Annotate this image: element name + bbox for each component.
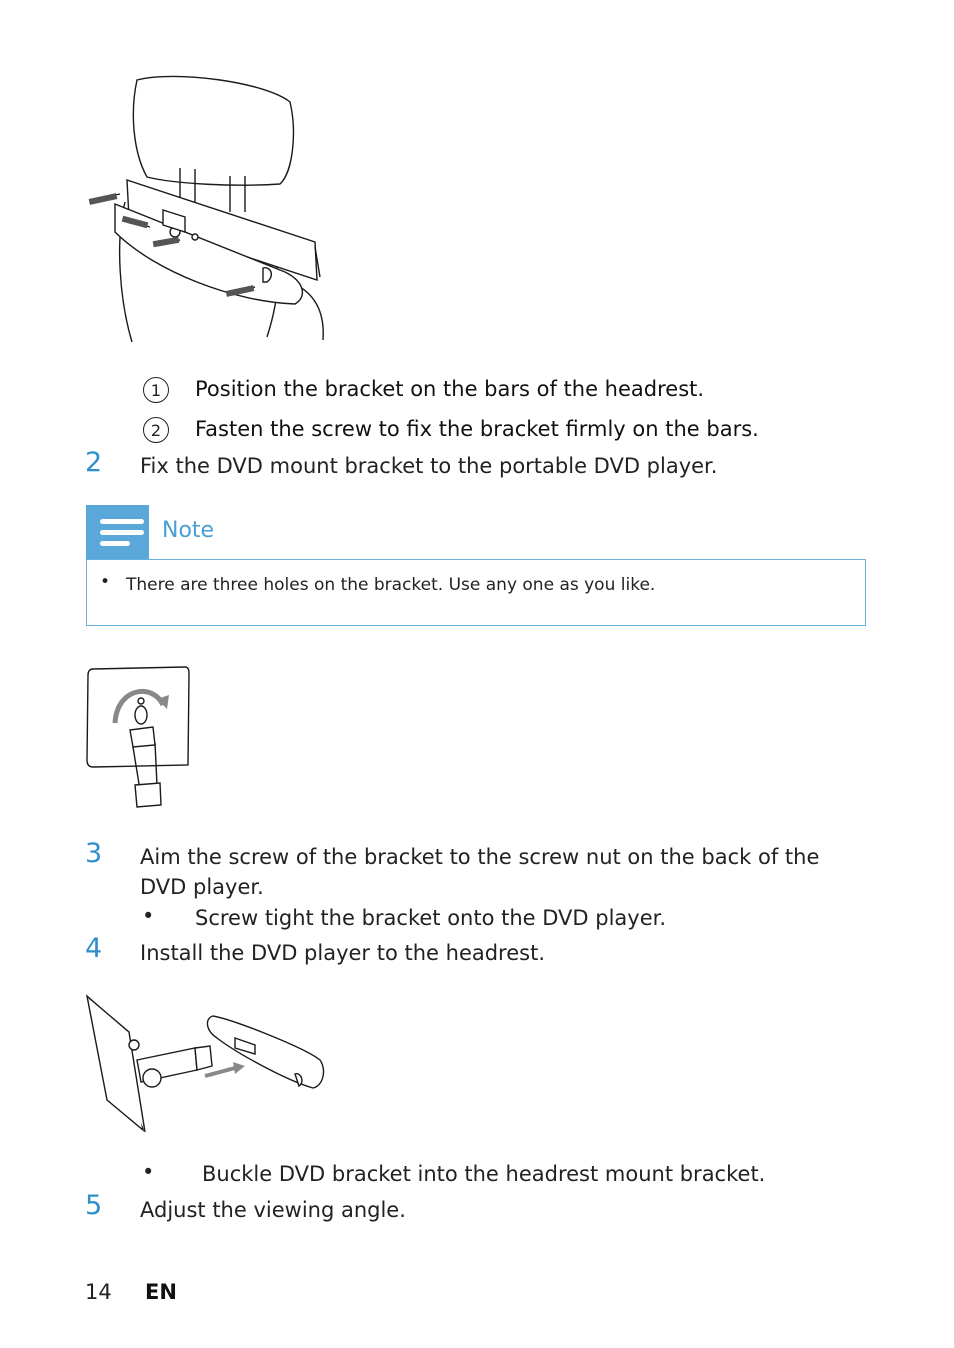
step-3-text-line2: DVD player. [140,875,264,899]
substep-marker-1: 1 [143,377,169,403]
step-number-5: 5 [85,1190,103,1221]
step-4-bullet-text: Buckle DVD bracket into the headrest mou… [202,1162,766,1186]
step-number-4: 4 [85,933,103,964]
step-2-text: Fix the DVD mount bracket to the portabl… [140,454,718,478]
step-4-bullet-dot: • [142,1160,155,1184]
step-number-3: 3 [85,838,103,869]
step-number-2: 2 [85,447,103,478]
page-number: 14 [85,1280,112,1304]
install-player-illustration [85,994,325,1133]
step-3-text-line1: Aim the screw of the bracket to the scre… [140,845,820,869]
substep-marker-2: 2 [143,417,169,443]
step-3-bullet-text: Screw tight the bracket onto the DVD pla… [195,906,667,930]
language-label: EN [145,1280,177,1304]
note-icon [86,505,149,559]
substep-2-text: Fasten the screw to fix the bracket firm… [195,417,759,441]
note-text: There are three holes on the bracket. Us… [126,575,656,595]
bracket-screw-illustration [86,666,190,808]
note-box [86,559,866,626]
step-5-text: Adjust the viewing angle. [140,1198,406,1222]
step-3-bullet-dot: • [142,904,155,928]
substep-1-text: Position the bracket on the bars of the … [195,377,705,401]
note-title: Note [162,518,215,543]
headrest-bracket-illustration [88,75,324,343]
step-4-text: Install the DVD player to the headrest. [140,941,545,965]
note-bullet: • [100,572,111,592]
